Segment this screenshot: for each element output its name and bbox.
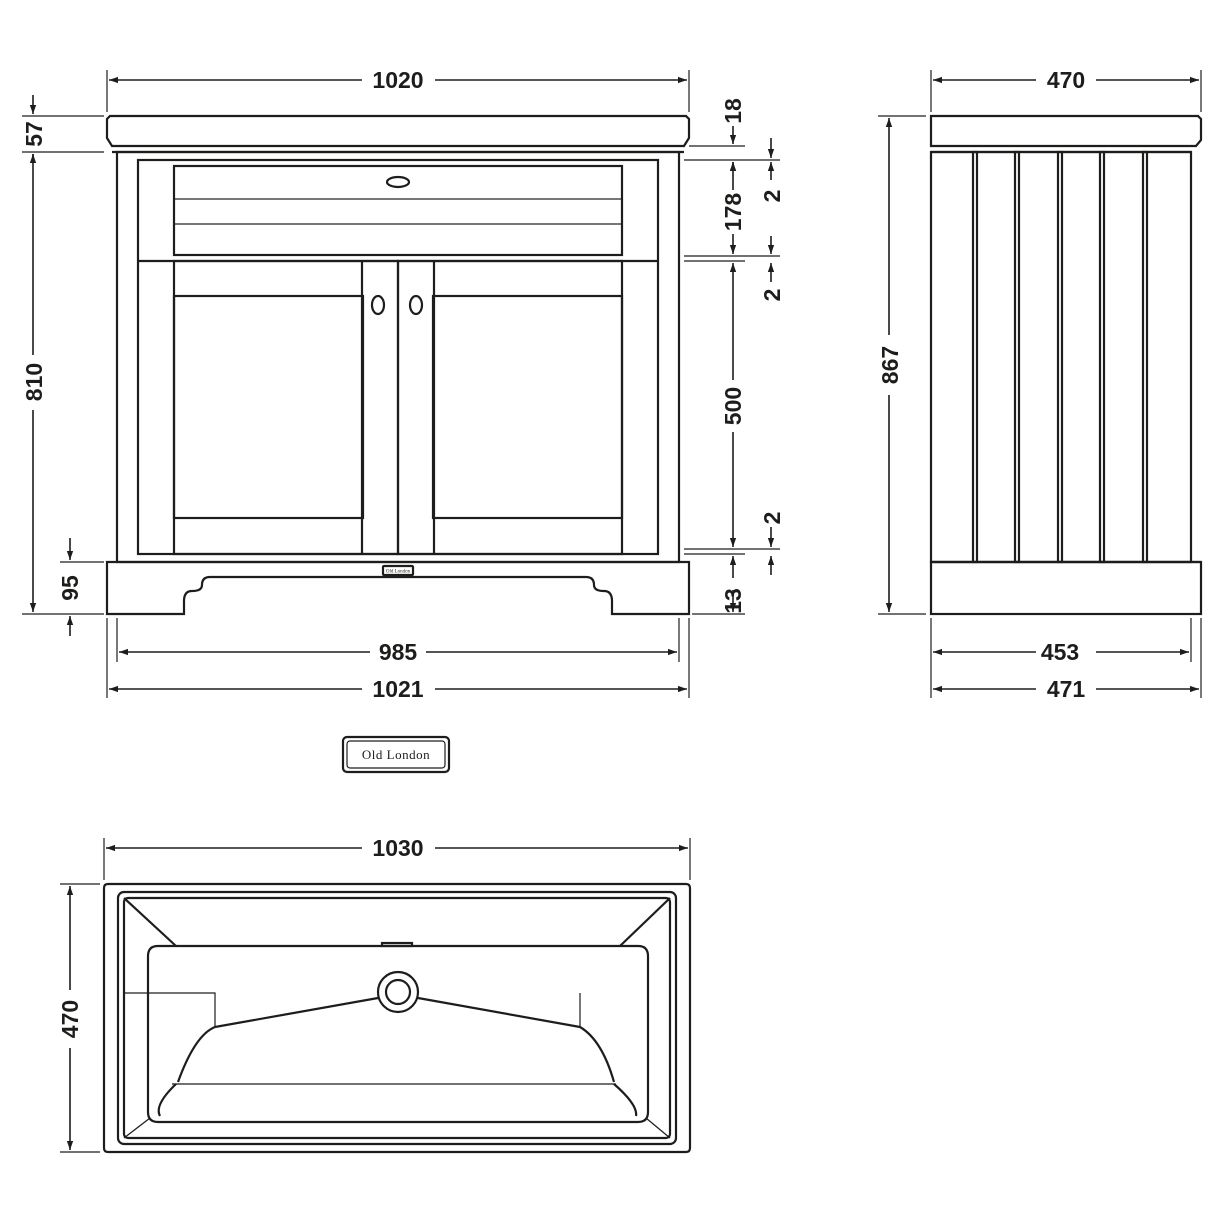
right-door <box>396 259 624 556</box>
dim-plinth-height: 95 <box>57 575 83 601</box>
dim-right-gap-lower: 2 <box>759 512 785 525</box>
side-panel-grooves <box>971 150 1149 564</box>
dim-side-depth-bottom: 471 <box>1047 676 1086 702</box>
dim-right-drawer: 178 <box>720 193 746 232</box>
dim-front-width-bottom: 1021 <box>372 676 423 702</box>
dim-right-gap-upper: 2 <box>759 190 785 203</box>
dim-side-height: 867 <box>877 346 903 384</box>
dim-right-gap-middle: 2 <box>759 289 785 302</box>
side-dimensions: 470 867 453 471 <box>877 67 1202 702</box>
basin-plan-view <box>123 897 671 1117</box>
front-plinth <box>105 560 691 616</box>
dim-front-width-top: 1020 <box>372 67 423 93</box>
dim-body-height: 810 <box>21 363 47 401</box>
waste-inner <box>384 978 412 1006</box>
dim-basin-depth: 470 <box>57 1000 83 1038</box>
logo-text: Old London <box>362 747 430 762</box>
plinth-badge <box>381 564 415 577</box>
basin-dimensions: 1030 470 <box>57 835 691 1153</box>
side-plinth <box>929 560 1203 616</box>
drawer-handle <box>385 175 411 189</box>
old-london-logo: Old London <box>341 735 451 774</box>
front-basin-top <box>105 114 691 148</box>
dim-side-depth-inner: 453 <box>1041 639 1079 665</box>
drawer-front <box>172 164 624 257</box>
front-view: Old London <box>105 114 691 616</box>
side-view <box>929 114 1203 616</box>
dim-right-doors: 500 <box>720 387 746 425</box>
dim-right-plinth-gap: 13 <box>720 588 746 614</box>
left-door <box>172 259 400 556</box>
front-dimensions: 1020 57 810 95 985 1021 <box>21 67 785 702</box>
waste-outer <box>376 970 420 1014</box>
plinth-badge-text: Old London <box>386 570 411 575</box>
dim-basin-width: 1030 <box>372 835 423 861</box>
dim-top-height: 57 <box>21 121 47 147</box>
left-door-handle <box>370 294 386 316</box>
basin-outline-full <box>102 882 692 1154</box>
right-door-handle <box>408 294 424 316</box>
side-basin-top <box>929 114 1203 148</box>
dim-right-top-lip: 18 <box>720 98 746 124</box>
dim-front-width-inner: 985 <box>379 639 418 665</box>
dim-side-depth-top: 470 <box>1047 67 1085 93</box>
